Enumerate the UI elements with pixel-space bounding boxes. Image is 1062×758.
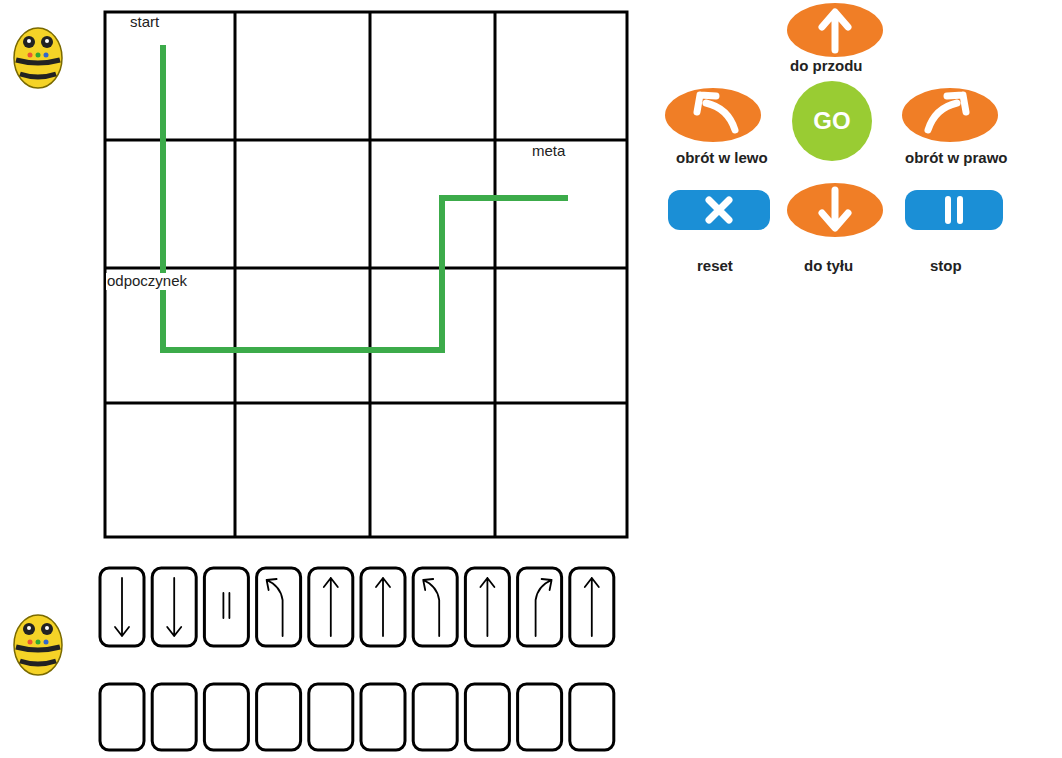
board-grid bbox=[105, 12, 627, 537]
command-card bbox=[413, 568, 457, 646]
command-card bbox=[570, 568, 614, 646]
empty-card bbox=[361, 684, 405, 750]
command-card bbox=[361, 568, 405, 646]
board-label: start bbox=[130, 14, 159, 31]
empty-card bbox=[152, 684, 196, 750]
command-card bbox=[309, 568, 353, 646]
button-label: stop bbox=[930, 258, 962, 275]
command-card bbox=[152, 568, 196, 646]
stop-button bbox=[905, 190, 1003, 230]
button-label: reset bbox=[697, 258, 733, 275]
bee-bot-icon bbox=[14, 28, 62, 88]
route-line bbox=[163, 45, 568, 350]
command-card bbox=[100, 568, 144, 646]
command-card bbox=[518, 568, 562, 646]
forward-button bbox=[787, 3, 883, 57]
button-label: obrót w lewo bbox=[676, 150, 768, 167]
empty-card bbox=[257, 684, 301, 750]
empty-card bbox=[465, 684, 509, 750]
button-label: obrót w prawo bbox=[905, 150, 1008, 167]
command-card bbox=[465, 568, 509, 646]
empty-card bbox=[204, 684, 248, 750]
button-label: do przodu bbox=[790, 58, 862, 75]
command-card bbox=[204, 568, 248, 646]
empty-card bbox=[413, 684, 457, 750]
empty-card bbox=[518, 684, 562, 750]
empty-card bbox=[570, 684, 614, 750]
board-label: meta bbox=[532, 143, 565, 160]
command-card bbox=[257, 568, 301, 646]
back-button bbox=[787, 183, 883, 237]
bee-bot-icon bbox=[14, 615, 62, 675]
empty-card bbox=[309, 684, 353, 750]
empty-card bbox=[100, 684, 144, 750]
reset-button bbox=[668, 190, 770, 230]
go-button: GO bbox=[792, 81, 872, 161]
board-label: odpoczynek bbox=[106, 273, 188, 290]
turn-right-button bbox=[902, 88, 998, 142]
turn-left-button bbox=[665, 88, 761, 142]
button-text: GO bbox=[813, 107, 850, 135]
button-label: do tyłu bbox=[804, 258, 853, 275]
